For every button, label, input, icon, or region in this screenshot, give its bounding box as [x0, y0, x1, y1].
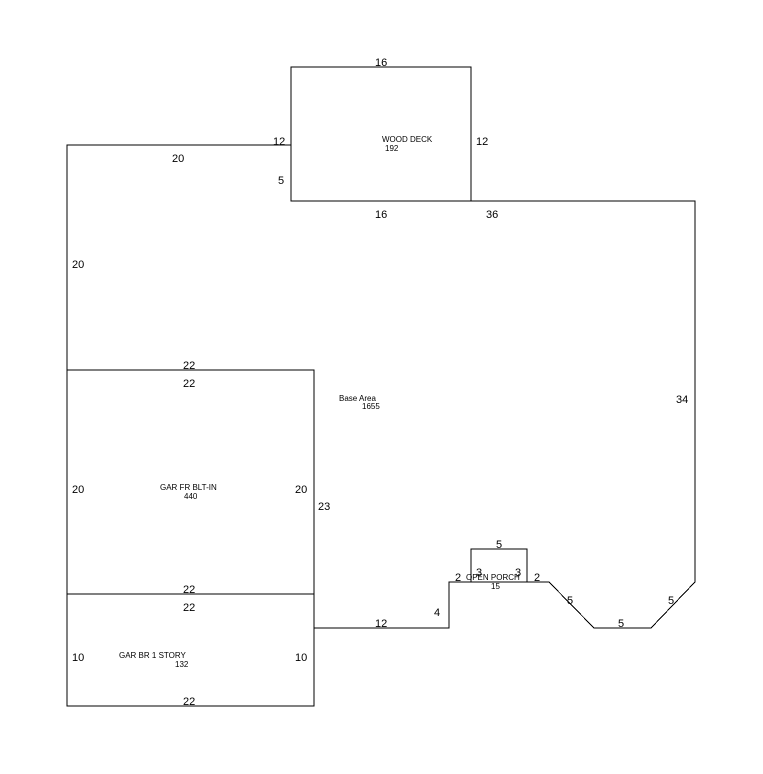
dim-bay-right: 5: [668, 595, 674, 607]
dim-deck-right: 12: [476, 136, 488, 148]
base-area-name: Base Area: [339, 394, 376, 403]
open-porch-outline: [470, 548, 528, 582]
dim-deck-left-5: 5: [278, 175, 284, 187]
dim-porch-left-3: 3: [476, 567, 482, 579]
wood-deck-name: WOOD DECK: [382, 135, 433, 144]
dim-porch-right-2: 2: [534, 572, 540, 584]
dim-base-step-4: 4: [434, 607, 440, 619]
dim-base-top-left: 20: [172, 153, 184, 165]
open-porch-name: OPEN PORCH: [466, 573, 520, 582]
dim-gar-br-top: 22: [183, 602, 195, 614]
dim-gar-fr-top-inner: 22: [183, 378, 195, 390]
dim-gar-fr-top-outer: 22: [183, 360, 195, 372]
dim-gar-fr-right-inner: 20: [295, 484, 307, 496]
dim-gar-fr-bottom: 22: [183, 584, 195, 596]
dim-base-left: 20: [72, 259, 84, 271]
garage-finished-area: 440: [184, 492, 198, 501]
dim-base-top-right: 36: [486, 209, 498, 221]
dim-base-right-of-garage: 23: [318, 501, 330, 513]
base-area-outline: [66, 144, 696, 629]
dim-porch-right-3: 3: [515, 567, 521, 579]
base-area-value: 1655: [362, 402, 380, 411]
dim-base-bottom-12: 12: [375, 618, 387, 630]
dim-deck-left-12: 12: [273, 136, 285, 148]
garage-story-outline: [66, 593, 315, 707]
dim-porch-left-2: 2: [455, 572, 461, 584]
garage-finished-outline: [66, 369, 315, 595]
dim-bay-left: 5: [567, 595, 573, 607]
dim-gar-br-left: 10: [72, 652, 84, 664]
dim-porch-top: 5: [496, 539, 502, 551]
wood-deck-outline: [290, 66, 472, 201]
dim-gar-fr-left: 20: [72, 484, 84, 496]
dim-deck-top: 16: [375, 57, 387, 69]
dim-deck-bottom: 16: [375, 209, 387, 221]
wood-deck-area: 192: [385, 144, 399, 153]
dim-bay-bottom: 5: [618, 618, 624, 630]
garage-story-area: 132: [175, 660, 189, 669]
dim-gar-br-right: 10: [295, 652, 307, 664]
garage-finished-name: GAR FR BLT-IN: [160, 483, 217, 492]
dim-base-right: 34: [676, 394, 688, 406]
open-porch-area: 15: [491, 582, 500, 591]
dim-gar-br-bottom: 22: [183, 696, 195, 708]
garage-story-name: GAR BR 1 STORY: [119, 651, 187, 660]
